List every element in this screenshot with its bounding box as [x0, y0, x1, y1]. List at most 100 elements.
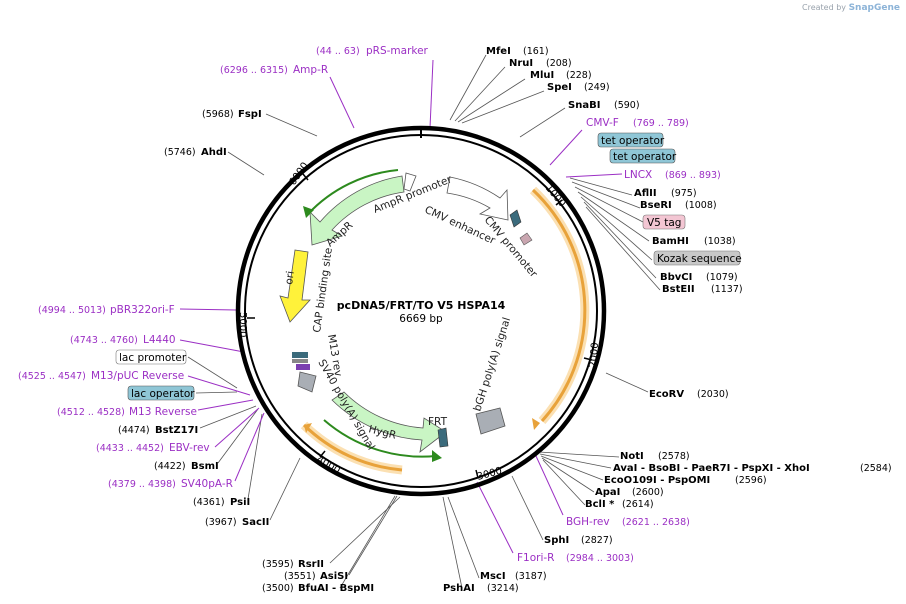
- snapgene-logo: SnapGene: [848, 3, 900, 13]
- ampr-feature[interactable]: [309, 175, 405, 246]
- enzyme-ecoo109i-group: EcoO109I - PspOMI: [604, 475, 710, 486]
- primer-l4440-range: (4743 .. 4760): [70, 335, 138, 346]
- enzyme-bfuai-pos: (3500): [262, 583, 294, 594]
- label-lac-operator: lac operator: [131, 388, 195, 400]
- cmv-promoter-feature[interactable]: [509, 209, 522, 228]
- enzyme-snabi: SnaBI: [568, 100, 600, 111]
- cds-lower-arc: [302, 423, 403, 472]
- ampr-line: [307, 169, 399, 215]
- enzyme-psii-pos: (4361): [193, 497, 225, 508]
- enzyme-sphi-pos: (2827): [581, 535, 613, 546]
- label-ori: ori: [283, 270, 297, 285]
- enzyme-apai-pos: (2600): [632, 487, 664, 498]
- enzyme-nrui: NruI: [509, 58, 533, 69]
- enzyme-pshai-pos: (3214): [487, 583, 519, 594]
- primer-bgh-rev-range: (2621 .. 2638): [622, 517, 690, 528]
- enzyme-mfei: MfeI: [486, 46, 511, 57]
- cmv-enhancer-feature[interactable]: [446, 176, 509, 221]
- enzyme-bcli: BclI *: [585, 499, 615, 510]
- enzyme-sacii: SacII: [242, 517, 269, 528]
- frt-feature[interactable]: [437, 427, 449, 448]
- sv40-origin-feature[interactable]: [297, 371, 317, 393]
- boxed-labels: tet operator tet operator V5 tag Kozak s…: [115, 132, 742, 401]
- enzyme-mlui: MluI: [530, 70, 554, 81]
- enzyme-rsrii: RsrII: [298, 559, 324, 570]
- primer-labels: (44 .. 63) pRS-marker (6296 .. 6315) Amp…: [18, 45, 721, 564]
- primer-prs-marker: pRS-marker: [366, 45, 429, 57]
- primer-f1ori-r-range: (2984 .. 3003): [566, 553, 634, 564]
- label-lac-promoter: lac promoter: [119, 352, 187, 364]
- cds-lower-arrow: [304, 423, 312, 433]
- enzyme-ecoo109i-group-pos: (2596): [735, 475, 767, 486]
- enzyme-bsteii: BstEII: [662, 284, 695, 295]
- enzyme-ahdi-pos: (5746): [164, 147, 196, 158]
- enzyme-bbvci-pos: (1079): [706, 272, 738, 283]
- primer-lncx: LNCX: [624, 169, 652, 181]
- label-bgh: bGH poly(A) signal: [471, 316, 513, 413]
- enzyme-aflii-pos: (975): [671, 188, 697, 199]
- snapgene-credit: Created by SnapGene: [802, 3, 900, 13]
- primer-lncx-range: (869 .. 893): [665, 170, 721, 181]
- ampr-line-arrow: [303, 206, 314, 218]
- v5-tag-feature[interactable]: [519, 232, 533, 246]
- primer-prs-marker-range: (44 .. 63): [316, 46, 360, 57]
- enzyme-rsrii-pos: (3595): [262, 559, 294, 570]
- label-tet-operator-2: tet operator: [613, 151, 677, 163]
- hygr-line-arrow: [432, 450, 442, 462]
- enzyme-labels: MfeI (161) NruI (208) MluI (228) SpeI (2…: [118, 46, 892, 594]
- enzyme-avai-group: AvaI - BsoBI - PaeR7I - PspXI - XhoI: [613, 463, 810, 474]
- enzyme-ecorv: EcoRV: [649, 389, 684, 400]
- primer-l4440: L4440: [143, 334, 176, 346]
- enzyme-aflii: AflII: [634, 188, 657, 199]
- enzyme-mlui-pos: (228): [566, 70, 592, 81]
- enzyme-noti: NotI: [620, 451, 644, 462]
- label-cap: CAP binding site: [311, 247, 335, 333]
- primer-cmv-f: CMV-F: [586, 117, 619, 129]
- enzyme-msci-pos: (3187): [515, 571, 547, 582]
- primer-pbr322ori-f: pBR322ori-F: [110, 304, 175, 316]
- hygr-line: [323, 419, 437, 458]
- enzyme-bsmi: BsmI: [191, 461, 219, 472]
- bgh-feature[interactable]: [475, 407, 506, 435]
- ori-feature[interactable]: [279, 249, 311, 323]
- enzyme-psii: PsiI: [230, 497, 250, 508]
- primer-bgh-rev: BGH-rev: [566, 516, 610, 528]
- enzyme-spei: SpeI: [547, 82, 572, 93]
- primer-m13-reverse: M13 Reverse: [129, 406, 197, 418]
- tick-6000: 6000: [287, 161, 311, 188]
- enzyme-bseri-pos: (1008): [685, 200, 717, 211]
- cds-hspa14-arrow: [532, 418, 540, 430]
- enzyme-nrui-pos: (208): [546, 58, 572, 69]
- enzyme-fspi: FspI: [238, 109, 262, 120]
- tick-5000: 5000: [237, 312, 248, 337]
- enzyme-bsteii-pos: (1137): [711, 284, 743, 295]
- primer-cmv-f-range: (769 .. 789): [633, 118, 689, 129]
- enzyme-bsmi-pos: (4422): [154, 461, 186, 472]
- enzyme-ahdi: AhdI: [201, 147, 227, 158]
- lac-operator-feature[interactable]: [292, 352, 308, 358]
- tick-4000: 4000: [315, 454, 343, 476]
- enzyme-sphi: SphI: [544, 535, 569, 546]
- primer-m13-puc-reverse: M13/pUC Reverse: [91, 370, 184, 382]
- enzyme-mfei-pos: (161): [523, 46, 549, 57]
- enzyme-sacii-pos: (3967): [205, 517, 237, 528]
- primer-sv40pa-r: SV40pA-R: [181, 478, 233, 490]
- enzyme-bfuai-group: BfuAI - BspMI: [298, 583, 374, 594]
- enzyme-snabi-pos: (590): [614, 100, 640, 111]
- cap-feature[interactable]: [296, 364, 310, 370]
- label-cmv-promoter: CMV promoter: [482, 214, 540, 280]
- primer-m13-puc-reverse-range: (4525 .. 4547): [18, 371, 86, 382]
- ampr-promoter-feature[interactable]: [403, 172, 417, 192]
- primer-amp-r-range: (6296 .. 6315): [220, 65, 288, 76]
- primer-amp-r: Amp-R: [293, 64, 328, 76]
- primer-m13-reverse-range: (4512 .. 4528): [57, 407, 125, 418]
- primer-sv40pa-r-range: (4379 .. 4398): [108, 479, 176, 490]
- enzyme-avai-group-pos: (2584): [860, 463, 892, 474]
- m13-feature[interactable]: [292, 359, 308, 363]
- primer-f1ori-r: F1ori-R: [517, 552, 554, 564]
- enzyme-bstz17i: BstZ17I: [155, 425, 198, 436]
- enzyme-bbvci: BbvCI: [660, 272, 692, 283]
- enzyme-asisi-pos: (3551): [284, 571, 316, 582]
- label-frt: FRT: [428, 416, 448, 428]
- plasmid-length: 6669 bp: [399, 313, 443, 325]
